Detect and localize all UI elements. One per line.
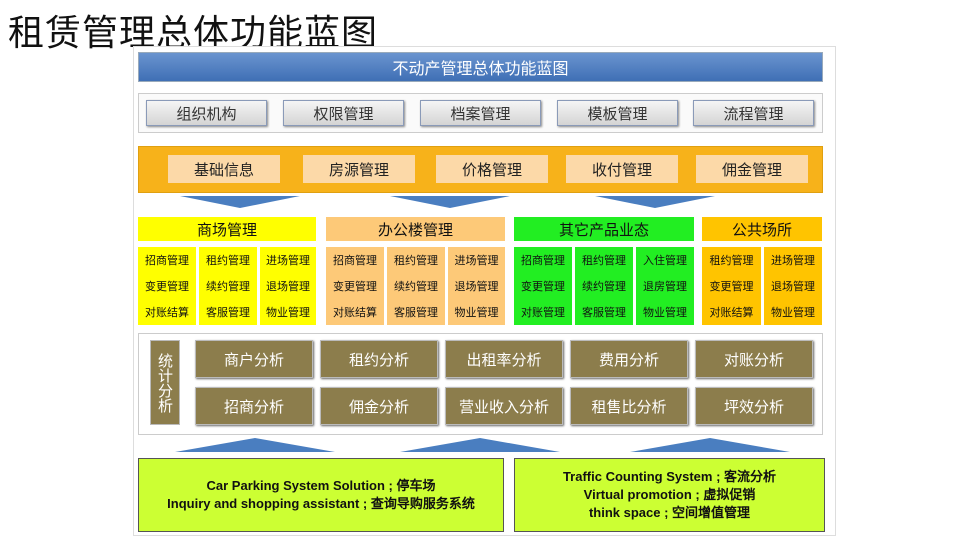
bottom-right-line: Traffic Counting System ; 客流分析 — [562, 469, 777, 484]
section-column: 进场管理退场管理物业管理 — [448, 247, 505, 325]
module-workflow: 流程管理 — [693, 100, 814, 126]
statistic-item: 租约分析 — [320, 340, 438, 378]
section-cell: 进场管理 — [266, 254, 310, 267]
arrow-up-icon — [400, 438, 560, 452]
section-cell: 对账结算 — [709, 306, 754, 319]
module-permission: 权限管理 — [283, 100, 404, 126]
core-payment: 收付管理 — [566, 155, 678, 183]
statistic-item: 费用分析 — [570, 340, 688, 378]
module-org: 组织机构 — [146, 100, 267, 126]
section-column: 租约管理变更管理对账结算 — [702, 247, 761, 325]
section-cell: 退场管理 — [454, 280, 499, 293]
section-cell: 客服管理 — [582, 306, 626, 319]
section-column: 招商管理变更管理对账结算 — [138, 247, 196, 325]
section-cell: 变更管理 — [145, 280, 189, 293]
statistics-label: 统计分析 — [150, 340, 180, 425]
section-cell: 租约管理 — [394, 254, 438, 267]
section-mall-title: 商场管理 — [138, 217, 316, 241]
statistic-item: 出租率分析 — [445, 340, 563, 378]
section-column: 租约管理续约管理客服管理 — [575, 247, 633, 325]
module-archive: 档案管理 — [420, 100, 541, 126]
section-cell: 对账管理 — [521, 306, 565, 319]
section-column: 进场管理退场管理物业管理 — [260, 247, 316, 325]
section-cell: 续约管理 — [206, 280, 250, 293]
section-office-title: 办公楼管理 — [326, 217, 505, 241]
section-other-title: 其它产品业态 — [514, 217, 694, 241]
core-basic-info: 基础信息 — [168, 155, 280, 183]
statistic-item: 坪效分析 — [695, 387, 813, 425]
section-cell: 招商管理 — [333, 254, 377, 267]
section-cell: 进场管理 — [454, 254, 499, 267]
module-template: 模板管理 — [557, 100, 678, 126]
section-cell: 客服管理 — [394, 306, 438, 319]
section-column: 入住管理退房管理物业管理 — [636, 247, 694, 325]
section-cell: 租约管理 — [709, 254, 754, 267]
statistic-item: 佣金分析 — [320, 387, 438, 425]
section-cell: 退房管理 — [643, 280, 687, 293]
section-cell: 续约管理 — [394, 280, 438, 293]
section-column: 招商管理变更管理对账结算 — [326, 247, 384, 325]
statistic-item: 营业收入分析 — [445, 387, 563, 425]
section-cell: 变更管理 — [521, 280, 565, 293]
statistic-item: 对账分析 — [695, 340, 813, 378]
arrow-up-icon — [175, 438, 335, 452]
section-cell: 招商管理 — [145, 254, 189, 267]
bottom-right-line: Virtual promotion ; 虚拟促销 — [583, 487, 756, 502]
section-cell: 续约管理 — [582, 280, 626, 293]
bottom-left-box: Car Parking System Solution ; 停车场 Inquir… — [138, 458, 504, 532]
core-commission: 佣金管理 — [696, 155, 808, 183]
section-cell: 招商管理 — [521, 254, 565, 267]
core-price: 价格管理 — [436, 155, 548, 183]
section-column: 租约管理续约管理客服管理 — [199, 247, 257, 325]
core-housing: 房源管理 — [303, 155, 415, 183]
statistic-item: 招商分析 — [195, 387, 313, 425]
section-cell: 变更管理 — [333, 280, 377, 293]
statistic-item: 租售比分析 — [570, 387, 688, 425]
section-cell: 物业管理 — [454, 306, 499, 319]
bottom-left-line: Inquiry and shopping assistant ; 查询导购服务系… — [167, 496, 475, 511]
bottom-right-line: think space ; 空间增值管理 — [588, 505, 751, 520]
section-cell: 进场管理 — [771, 254, 815, 267]
section-cell: 入住管理 — [643, 254, 687, 267]
section-column: 招商管理变更管理对账管理 — [514, 247, 572, 325]
section-column: 租约管理续约管理客服管理 — [387, 247, 445, 325]
section-cell: 物业管理 — [643, 306, 687, 319]
section-cell: 对账结算 — [145, 306, 189, 319]
arrow-down-icon — [390, 196, 510, 208]
section-cell: 对账结算 — [333, 306, 377, 319]
section-public-title: 公共场所 — [702, 217, 822, 241]
arrow-up-icon — [630, 438, 790, 452]
arrow-down-icon — [180, 196, 300, 208]
diagram-header: 不动产管理总体功能蓝图 — [138, 52, 823, 82]
arrow-down-icon — [595, 196, 715, 208]
section-cell: 物业管理 — [771, 306, 815, 319]
section-column: 进场管理退场管理物业管理 — [764, 247, 822, 325]
section-cell: 变更管理 — [709, 280, 754, 293]
section-cell: 租约管理 — [582, 254, 626, 267]
bottom-right-box: Traffic Counting System ; 客流分析 Virtual p… — [514, 458, 825, 532]
section-cell: 退场管理 — [266, 280, 310, 293]
section-cell: 租约管理 — [206, 254, 250, 267]
section-cell: 退场管理 — [771, 280, 815, 293]
section-cell: 物业管理 — [266, 306, 310, 319]
statistic-item: 商户分析 — [195, 340, 313, 378]
section-cell: 客服管理 — [206, 306, 250, 319]
bottom-left-line: Car Parking System Solution ; 停车场 — [206, 478, 436, 493]
